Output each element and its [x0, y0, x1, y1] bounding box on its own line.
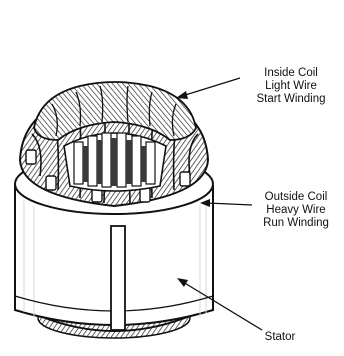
outside-coil-label: Outside Coil Heavy Wire Run Winding: [250, 191, 342, 230]
inside-coil-line-1: Inside Coil: [245, 67, 337, 80]
arrow-inside-coil: [176, 78, 240, 99]
inside-coil-label: Inside Coil Light Wire Start Winding: [245, 67, 337, 106]
arrow-outside-coil: [200, 199, 252, 207]
outside-coil-line-3: Run Winding: [250, 217, 342, 230]
inside-coil-line-3: Start Winding: [245, 93, 337, 106]
stator-label: Stator: [250, 331, 310, 344]
outside-coil-line-1: Outside Coil: [250, 191, 342, 204]
inside-coil-line-2: Light Wire: [245, 80, 337, 93]
stator-bore: [64, 133, 166, 191]
outside-coil-line-2: Heavy Wire: [250, 204, 342, 217]
